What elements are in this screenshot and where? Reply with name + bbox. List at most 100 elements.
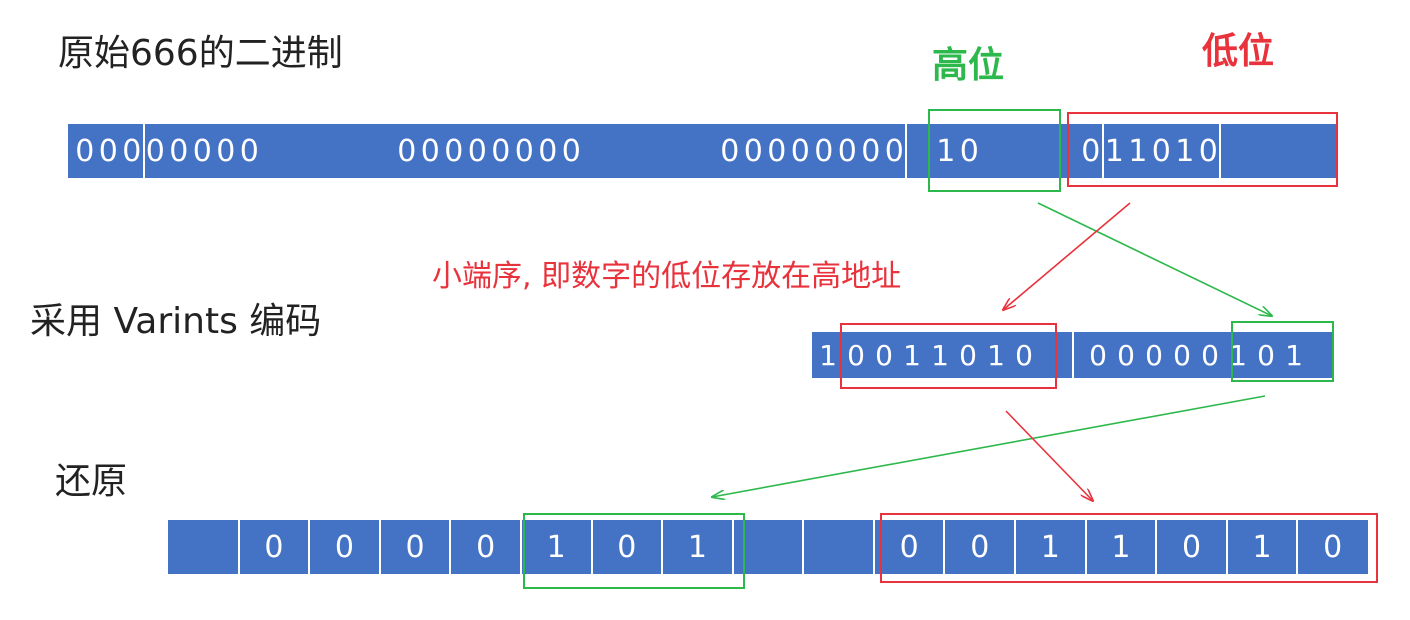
bit-cell: 1 [1104,133,1124,169]
bit-cell: 0 [1181,529,1202,565]
bit-cell: 1 [1285,338,1303,372]
bit-cell: 0 [814,133,834,169]
bit-cell: 1 [903,338,921,372]
bit-cell: 1 [1111,529,1131,565]
bit-cell: 0 [861,133,881,169]
bit-separator [905,124,907,178]
bit-cell: 0 [169,133,189,169]
label-high-bits: 高位 [932,45,1005,86]
highlight-box-restore-high [523,513,745,589]
bit-separator [1219,124,1221,178]
bit-cell: 0 [561,133,581,169]
highlight-box-original-low [1067,112,1338,187]
bit-cell: 0 [875,338,893,372]
bit-separator [449,520,452,574]
title-restore: 还原 [55,461,128,502]
bit-cell: 0 [405,529,425,565]
bit-cell: 0 [884,133,904,169]
bit-separator [731,520,734,574]
bit-cell: 0 [444,133,464,169]
bit-separator [802,520,805,574]
bit-cell: 0 [334,529,354,565]
bit-cell: 0 [847,338,865,372]
bit-cell: 0 [1015,338,1033,372]
arrow-high-to-varints [1037,202,1272,316]
bit-separator [308,520,311,574]
bit-cell: 0 [476,529,496,565]
bit-separator [590,520,593,574]
bit-cell: 0 [959,133,979,169]
highlight-box-restore-low [880,513,1378,583]
note-little-endian: 小端序, 即数字的低位存放在高地址 [432,259,902,294]
bit-cell: 0 [837,133,857,169]
bit-separator [1014,520,1017,574]
bit-separator [661,520,664,574]
bit-cell: 0 [1089,338,1107,372]
bit-separator [237,520,240,574]
bit-cell: 0 [1117,338,1135,372]
bit-cell: 0 [970,529,990,565]
bit-cell: 0 [239,133,259,169]
bit-cell: 0 [397,133,417,169]
bit-cell: 0 [767,133,787,169]
bit-cell: 0 [899,529,919,565]
bit-cell: 0 [1151,133,1171,169]
bit-separator [1155,520,1158,574]
bit-cell: 1 [931,338,949,372]
bit-cell: 0 [264,529,284,565]
bit-cell: 0 [75,133,95,169]
row-restore: 0 0 0 0 1 0 1 0 0 1 1 0 1 0 [168,520,1368,574]
bit-cell: 0 [617,529,637,565]
bit-cell: 0 [1257,338,1275,372]
bit-cell: 0 [216,133,236,169]
title-varints: 采用 Varints 编码 [30,301,322,342]
arrow-varints-high-to-restore [712,395,1266,497]
bit-cell: 0 [720,133,740,169]
bit-cell: 0 [1173,338,1191,372]
bit-cell: 1 [1040,529,1060,565]
bit-separator [1072,332,1074,378]
bit-cell: 1 [1252,529,1272,565]
bit-cell: 0 [1198,133,1218,169]
bit-cell: 0 [1201,338,1219,372]
bit-cell: 0 [959,338,977,372]
bit-separator [872,520,875,574]
bit-cell: 0 [790,133,810,169]
bit-cell: 1 [687,529,707,565]
bit-cell: 0 [1145,338,1163,372]
bit-cell: 0 [743,133,763,169]
bit-cell: 0 [145,133,165,169]
bit-cell: 0 [491,133,511,169]
bit-separator [378,520,381,574]
highlight-box-original-high [928,109,1061,192]
bit-cell: 0 [514,133,534,169]
bit-separator [1225,520,1228,574]
bit-separator [519,520,522,574]
bit-cell: 0 [420,133,440,169]
arrow-low-to-varints [1003,202,1131,310]
arrow-varints-low-to-restore [1005,410,1093,501]
bit-cell: 1 [1175,133,1195,169]
bit-cell: 0 [98,133,118,169]
bit-cell: 0 [122,133,142,169]
bit-cell: 1 [936,133,956,169]
bit-cell: 0 [1323,529,1343,565]
highlight-box-varints-low [840,323,1057,389]
bit-cell: 1 [1229,338,1247,372]
bit-separator [1101,124,1104,178]
bit-separator [1084,520,1087,574]
highlight-box-varints-high [1231,321,1334,382]
label-low-bits: 低位 [1202,31,1275,72]
bit-cell: 0 [467,133,487,169]
bit-cell: 0 [1081,133,1101,169]
bit-cell: 1 [546,529,566,565]
bit-cell: 1 [987,338,1005,372]
bit-cell: 1 [1128,133,1148,169]
bit-separator [943,520,946,574]
bit-separator [142,124,145,178]
bit-cell: 1 [819,338,837,372]
title-original: 原始666的二进制 [58,33,343,74]
